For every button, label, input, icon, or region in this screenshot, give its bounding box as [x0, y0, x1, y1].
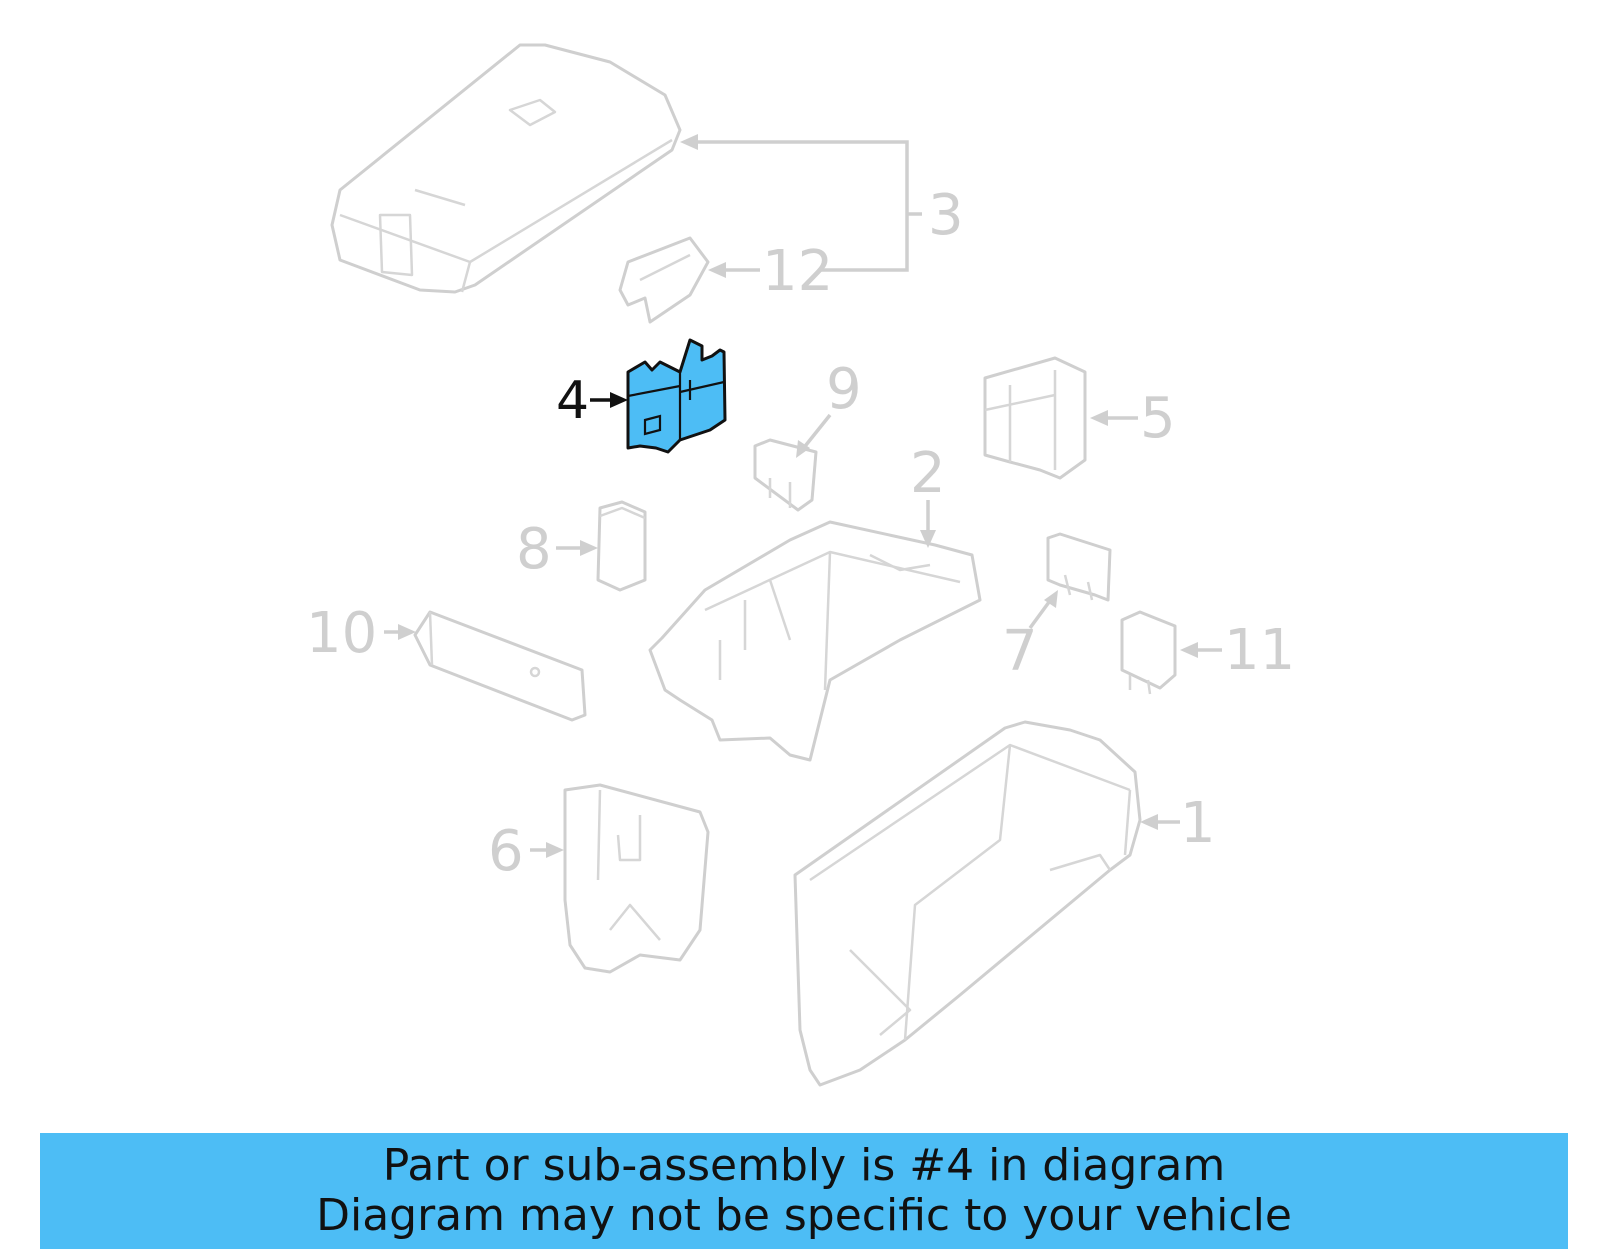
- part-6-bracket: [563, 783, 710, 974]
- callout-2: 2: [910, 441, 946, 506]
- part-8-relay: [596, 500, 647, 592]
- callout-4: 4: [556, 371, 589, 431]
- banner-line-1: Part or sub-assembly is #4 in diagram: [382, 1140, 1226, 1191]
- callout-6: 6: [488, 819, 524, 884]
- part-7-mini-fuse: [1046, 532, 1112, 602]
- part-5-relay-block: [983, 356, 1087, 480]
- callout-5: 5: [1140, 386, 1176, 451]
- part-1-lower-housing: [793, 720, 1142, 1087]
- info-banner: Part or sub-assembly is #4 in diagram Di…: [40, 1133, 1568, 1249]
- callout-1: 1: [1180, 791, 1216, 856]
- part-3-cover: [330, 43, 682, 294]
- leader-lines: [384, 134, 1222, 858]
- part-12-clip: [618, 236, 710, 324]
- banner-line-2: Diagram may not be specific to your vehi…: [316, 1190, 1292, 1241]
- callout-11: 11: [1224, 618, 1295, 683]
- part-9-fuse: [753, 438, 818, 512]
- callout-10: 10: [306, 601, 377, 666]
- part-2-fuse-box-body: [648, 520, 982, 762]
- callout-12: 12: [762, 239, 833, 304]
- callout-3: 3: [928, 183, 964, 248]
- callout-8: 8: [516, 517, 552, 582]
- part-4-bracket[interactable]: [626, 338, 727, 454]
- part-10-bar-cover: [413, 610, 587, 722]
- part-11-small-relay: [1120, 610, 1177, 695]
- callout-7: 7: [1002, 619, 1038, 684]
- callout-9: 9: [826, 357, 862, 422]
